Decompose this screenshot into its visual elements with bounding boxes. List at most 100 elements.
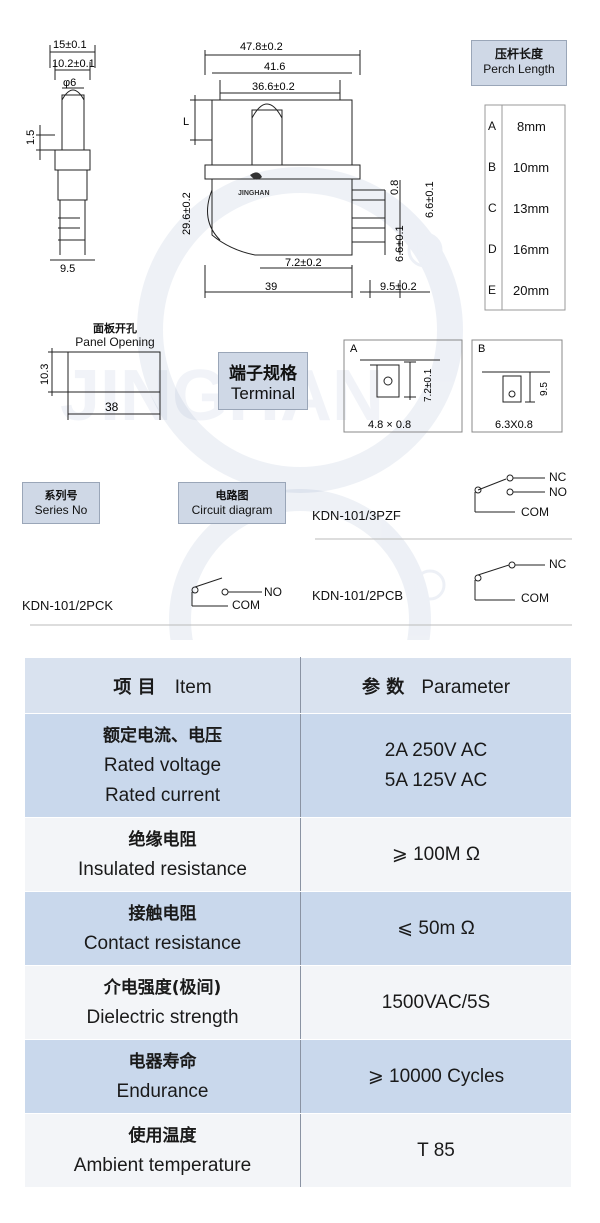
perch-table-frame <box>484 104 566 311</box>
series-no-title: 系列号 Series No <box>22 482 100 524</box>
label-com: COM <box>232 598 260 612</box>
header-param: 参 数 Parameter <box>300 657 572 714</box>
main-view <box>190 50 430 298</box>
item-cn: 额定电流、电压 <box>103 725 222 746</box>
product-logo-text: JINGHAN <box>238 190 270 197</box>
product-logo-icon <box>250 172 262 180</box>
series-2pcb-name: KDN-101/2PCB <box>312 588 404 603</box>
header-param-en: Parameter <box>421 676 511 698</box>
circuit-title-cn: 电路图 <box>215 489 249 502</box>
param-cell: 1500VAC/5S <box>300 965 572 1040</box>
param-cell: ⩾ 100M Ω <box>300 817 572 892</box>
dim-6-6-bottom: 6.6±0.1 <box>394 225 406 262</box>
perch-title-cn: 压杆长度 <box>494 47 543 61</box>
item-en: Insulated resistance <box>78 858 247 880</box>
item-cell: 介电强度(极间) Dielectric strength <box>24 965 301 1040</box>
terminal-a-dim: 7.2±0.1 <box>423 368 434 402</box>
item-en: Endurance <box>116 1080 209 1102</box>
dim-9-5-main: 9.5±0.2 <box>380 281 417 293</box>
dim-47-8: 47.8±0.2 <box>240 41 283 53</box>
series-title-cn: 系列号 <box>44 489 78 502</box>
circuit-3pzf <box>474 474 545 513</box>
header-item-en: Item <box>174 676 212 698</box>
table-row: 介电强度(极间) Dielectric strength 1500VAC/5S <box>24 965 572 1040</box>
item-cn: 电器寿命 <box>128 1051 197 1072</box>
perch-row: E 20mm <box>485 269 565 310</box>
table-row: 电器寿命 Endurance ⩾ 10000 Cycles <box>24 1039 572 1114</box>
terminal-title-cn: 端子规格 <box>229 364 297 384</box>
terminal-b-dim: 9.5 <box>539 382 550 396</box>
dim-6-6-top: 6.6±0.1 <box>424 181 436 218</box>
item-cell: 接触电阻 Contact resistance <box>24 891 301 966</box>
item-en: Rated voltage <box>103 754 222 776</box>
item-cell: 电器寿命 Endurance <box>24 1039 301 1114</box>
label-com: COM <box>521 505 549 519</box>
circuit-title-en: Circuit diagram <box>191 503 273 517</box>
perch-key: B <box>488 160 497 174</box>
panel-title-cn: 面板开孔 <box>93 322 137 335</box>
perch-value: 13mm <box>513 201 550 216</box>
parameter-table: 项 目 Item 参 数 Parameter 额定电流、电压 Rated vol… <box>24 657 572 1188</box>
terminal-b-size: 6.3X0.8 <box>495 419 533 431</box>
dim-36-6: 36.6±0.2 <box>252 81 295 93</box>
perch-value: 8mm <box>517 119 546 134</box>
table-row: 绝缘电阻 Insulated resistance ⩾ 100M Ω <box>24 817 572 892</box>
circuit-diagram-title: 电路图 Circuit diagram <box>178 482 286 524</box>
param-value: T 85 <box>417 1139 455 1161</box>
terminal-a-size: 4.8 × 0.8 <box>368 419 411 431</box>
perch-key: C <box>488 201 497 215</box>
perch-value: 16mm <box>513 242 550 257</box>
dim-phi6: φ6 <box>63 77 76 89</box>
item-en: Ambient temperature <box>73 1154 252 1176</box>
watermark-logo: R <box>137 167 463 493</box>
param-cell: T 85 <box>300 1113 572 1188</box>
header-param-cn: 参 数 <box>361 676 405 698</box>
dim-0-8: 0.8 <box>389 180 401 195</box>
header-item: 项 目 Item <box>24 657 301 714</box>
perch-key: E <box>488 283 497 297</box>
panel-title-en: Panel Opening <box>75 335 155 349</box>
dim-29-6: 29.6±0.2 <box>181 192 193 235</box>
side-view <box>36 45 96 261</box>
perch-row: A 8mm <box>485 105 565 146</box>
circuit-2pcb <box>474 561 545 601</box>
param-value: 5A 125V AC <box>384 769 488 791</box>
dim-1-5: 1.5 <box>25 130 37 145</box>
table-row: 接触电阻 Contact resistance ⩽ 50m Ω <box>24 891 572 966</box>
label-com: COM <box>521 591 549 605</box>
dim-7-2: 7.2±0.2 <box>285 257 322 269</box>
terminal-a-drawing <box>343 339 463 433</box>
item-cell: 使用温度 Ambient temperature <box>24 1113 301 1188</box>
perch-title-en: Perch Length <box>483 62 555 76</box>
perch-length-title: 压杆长度 Perch Length <box>471 40 567 86</box>
panel-opening-title: 面板开孔 Panel Opening <box>60 320 170 349</box>
param-value: ⩾ 10000 Cycles <box>367 1065 505 1087</box>
table-row: 使用温度 Ambient temperature T 85 <box>24 1113 572 1188</box>
label-nc: NC <box>549 470 567 484</box>
param-value: ⩽ 50m Ω <box>397 917 475 939</box>
perch-row: D 16mm <box>485 228 565 269</box>
label-no: NO <box>264 585 282 599</box>
terminal-title-en: Terminal <box>230 384 296 403</box>
param-value: 2A 250V AC <box>384 739 488 761</box>
dim-L: L <box>183 116 189 128</box>
dim-10-2: 10.2±0.1 <box>52 58 95 70</box>
dim-41-6: 41.6 <box>264 61 285 73</box>
item-cn: 接触电阻 <box>128 903 197 924</box>
param-value: ⩾ 100M Ω <box>391 843 481 865</box>
dim-39: 39 <box>265 281 277 293</box>
item-en: Rated current <box>104 784 221 806</box>
series-2pck-name: KDN-101/2PCK <box>22 598 114 613</box>
table-header-row: 项 目 Item 参 数 Parameter <box>24 657 572 714</box>
perch-length-table: A 8mm B 10mm C 13mm D 16mm E 20mm <box>485 105 565 310</box>
watermark-logo-2 <box>169 489 446 640</box>
terminal-a-label: A <box>350 343 358 355</box>
label-no: NO <box>549 485 567 499</box>
terminal-title: 端子规格 Terminal <box>218 352 308 410</box>
param-cell: ⩾ 10000 Cycles <box>300 1039 572 1114</box>
item-cell: 额定电流、电压 Rated voltage Rated current <box>24 713 301 818</box>
item-cell: 绝缘电阻 Insulated resistance <box>24 817 301 892</box>
perch-value: 20mm <box>513 283 550 298</box>
panel-width: 38 <box>105 400 119 414</box>
item-en: Dielectric strength <box>86 1006 239 1028</box>
